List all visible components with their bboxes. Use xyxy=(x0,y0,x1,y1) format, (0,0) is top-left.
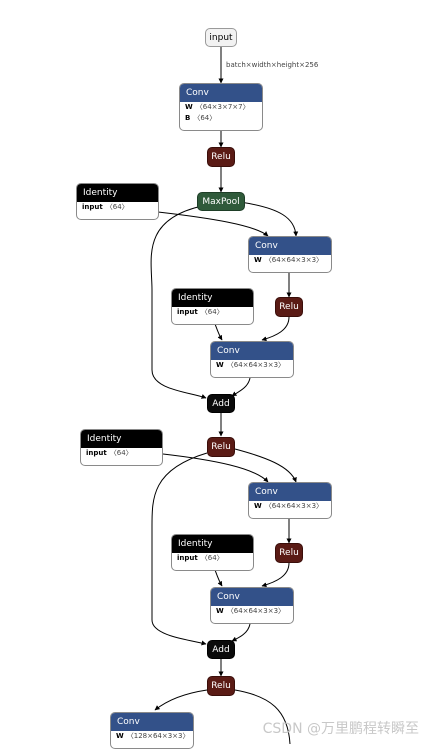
conv-node-6-title: Conv xyxy=(111,713,193,731)
identity-node-4[interactable]: Identity input〈64〉 xyxy=(171,534,254,571)
identity-node-3[interactable]: Identity input〈64〉 xyxy=(80,429,163,466)
edge-relu5-offscreen xyxy=(234,689,291,744)
input-edge-label: batch×width×height×256 xyxy=(226,61,319,69)
watermark-text: CSDN @万里鹏程转瞬至 xyxy=(262,721,419,737)
identity-node-1-attr: input〈64〉 xyxy=(82,203,129,211)
conv-node-3-attr-w: W〈64×64×3×3〉 xyxy=(216,361,286,369)
conv-node-2-attr-w: W〈64×64×3×3〉 xyxy=(254,256,324,264)
edge-relu4-conv5 xyxy=(261,562,290,588)
add-node-2[interactable]: Add xyxy=(207,640,235,659)
conv-node-5-attr-w: W〈64×64×3×3〉 xyxy=(216,607,286,615)
identity-node-3-title: Identity xyxy=(81,430,162,448)
relu-node-1[interactable]: Relu xyxy=(207,147,235,167)
conv-node-6-attr-w: W〈128×64×3×3〉 xyxy=(116,732,190,740)
identity-node-4-attr: input〈64〉 xyxy=(177,554,224,562)
relu-node-5[interactable]: Relu xyxy=(207,676,235,696)
maxpool-node[interactable]: MaxPool xyxy=(197,192,245,211)
edge-relu3-conv4 xyxy=(234,448,297,483)
input-node[interactable]: input xyxy=(205,28,237,47)
conv-node-1-attr-w: W〈64×3×7×7〉 xyxy=(185,103,250,111)
identity-node-1[interactable]: Identity input〈64〉 xyxy=(76,183,159,220)
conv-node-4[interactable]: Conv W〈64×64×3×3〉 xyxy=(248,482,332,519)
relu-node-2[interactable]: Relu xyxy=(275,297,303,317)
identity-node-1-title: Identity xyxy=(77,184,158,202)
conv-node-6[interactable]: Conv W〈128×64×3×3〉 xyxy=(110,712,194,749)
identity-node-2-title: Identity xyxy=(172,289,253,307)
conv-node-3-title: Conv xyxy=(211,342,293,360)
edge-identity3-conv4 xyxy=(162,453,269,483)
edge-relu2-conv3 xyxy=(261,316,290,342)
conv-node-4-title: Conv xyxy=(249,483,331,501)
conv-node-2[interactable]: Conv W〈64×64×3×3〉 xyxy=(248,236,332,273)
edge-relu5-conv6 xyxy=(154,689,208,711)
conv-node-2-title: Conv xyxy=(249,237,331,255)
identity-node-2[interactable]: Identity input〈64〉 xyxy=(171,288,254,325)
edge-maxpool-add1-skip xyxy=(150,205,207,399)
conv-node-4-attr-w: W〈64×64×3×3〉 xyxy=(254,502,324,510)
conv-node-5[interactable]: Conv W〈64×64×3×3〉 xyxy=(210,587,294,624)
edge-conv3-add1 xyxy=(231,377,251,397)
add-node-1[interactable]: Add xyxy=(207,394,235,413)
edge-maxpool-conv2 xyxy=(239,201,299,237)
identity-node-2-attr: input〈64〉 xyxy=(177,308,224,316)
edge-conv5-add2 xyxy=(231,623,251,642)
edge-identity1-conv2 xyxy=(157,211,269,237)
identity-node-4-title: Identity xyxy=(172,535,253,553)
relu-node-3[interactable]: Relu xyxy=(207,437,235,457)
conv-node-3[interactable]: Conv W〈64×64×3×3〉 xyxy=(210,341,294,378)
relu-node-4[interactable]: Relu xyxy=(275,543,303,563)
edge-relu3-add2-skip xyxy=(151,452,208,646)
conv-node-1-attr-b: B〈64〉 xyxy=(185,114,217,122)
identity-node-3-attr: input〈64〉 xyxy=(86,449,133,457)
conv-node-5-title: Conv xyxy=(211,588,293,606)
conv-node-1[interactable]: Conv W〈64×3×7×7〉 B〈64〉 xyxy=(179,83,263,131)
conv-node-1-title: Conv xyxy=(180,84,262,102)
